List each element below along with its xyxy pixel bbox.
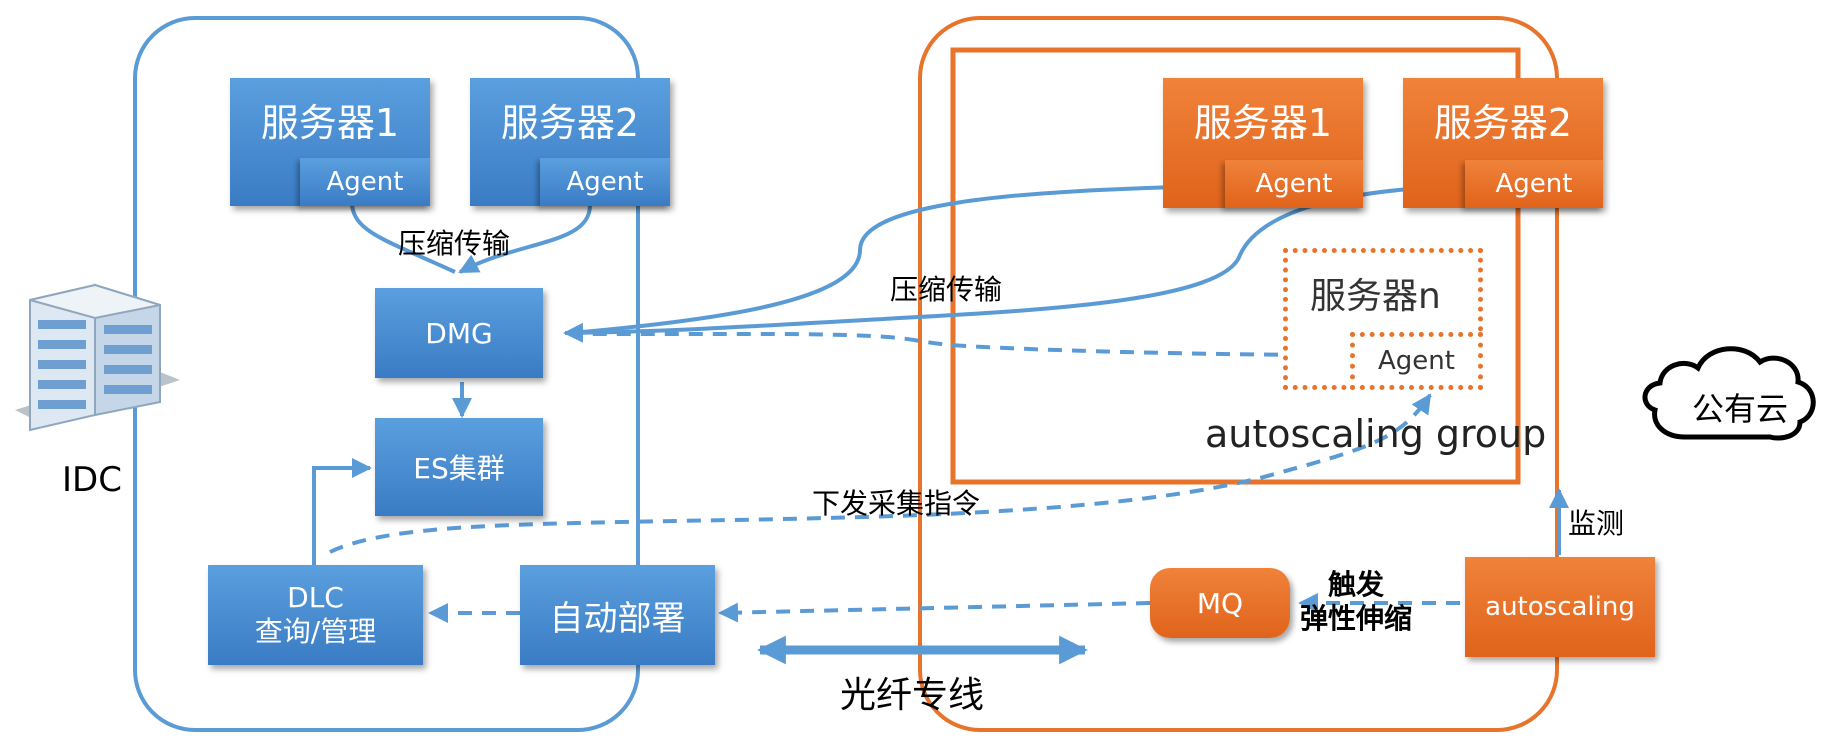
- dlc-label: DLC 查询/管理: [254, 581, 377, 648]
- autoscaling-label: autoscaling: [1485, 592, 1635, 622]
- autoscaling-group-frame: [950, 47, 1521, 485]
- fiber-link-label: 光纤专线: [840, 675, 985, 716]
- mq-label: MQ: [1196, 586, 1244, 620]
- dlc-to-es-arrow: [312, 458, 372, 565]
- idc-compress-label: 压缩传输: [398, 227, 511, 260]
- cloud-label: 公有云: [1692, 390, 1789, 428]
- building-icon: [15, 283, 180, 432]
- auto-deploy-label: 自动部署: [549, 598, 686, 639]
- cloud-compress-label: 压缩传输: [890, 273, 1003, 306]
- cloud-server1-label: 服务器1: [1193, 101, 1333, 145]
- idc-label: IDC: [62, 460, 122, 500]
- server-n-label: 服务器n: [1310, 276, 1441, 317]
- auto-deploy-box: 自动部署: [520, 565, 715, 665]
- collect-instruction-label: 下发采集指令: [812, 487, 981, 520]
- agentn-to-dmg-dashed: [570, 332, 1351, 357]
- idc-agent2-box: Agent: [540, 158, 670, 206]
- idc-agent2-label: Agent: [566, 167, 644, 197]
- cloud-agent1-to-dmg: [569, 184, 1224, 335]
- idc-server1-label: 服务器1: [260, 101, 400, 145]
- autoscaling-group-label: autoscaling group: [1205, 412, 1547, 456]
- cloud-frame: [918, 16, 1559, 732]
- collect-instruction-dashed: [329, 393, 1432, 554]
- dmg-label: DMG: [425, 316, 493, 350]
- idc-agent1-to-dmg: [350, 204, 456, 274]
- idc-server2-label: 服务器2: [500, 101, 640, 145]
- cloud-server2-label: 服务器2: [1433, 101, 1573, 145]
- dlc-box: DLC 查询/管理: [208, 565, 423, 665]
- cloud-agent2-box: Agent: [1465, 160, 1603, 208]
- dmg-box: DMG: [375, 288, 543, 378]
- autoscaling-box: autoscaling: [1465, 557, 1655, 657]
- es-cluster-label: ES集群: [413, 452, 505, 485]
- cloud-icon: [1642, 346, 1816, 441]
- idc-agent1-box: Agent: [300, 158, 430, 206]
- cloud-agent2-to-dmg: [563, 184, 1464, 343]
- monitor-label: 监测: [1568, 507, 1625, 540]
- cloud-agent1-box: Agent: [1225, 160, 1363, 208]
- idc-agent2-to-dmg: [458, 204, 592, 274]
- idc-agent1-label: Agent: [326, 167, 404, 197]
- es-cluster-box: ES集群: [375, 418, 543, 516]
- agent-n-box: Agent: [1350, 332, 1483, 390]
- agent-n-label: Agent: [1378, 346, 1455, 376]
- cloud-agent2-label: Agent: [1495, 169, 1573, 199]
- mq-to-deploy-arrow: [718, 601, 1151, 623]
- cloud-agent1-label: Agent: [1255, 169, 1333, 199]
- mq-box: MQ: [1150, 568, 1290, 638]
- trigger-label: 触发 弹性伸缩: [1300, 568, 1413, 635]
